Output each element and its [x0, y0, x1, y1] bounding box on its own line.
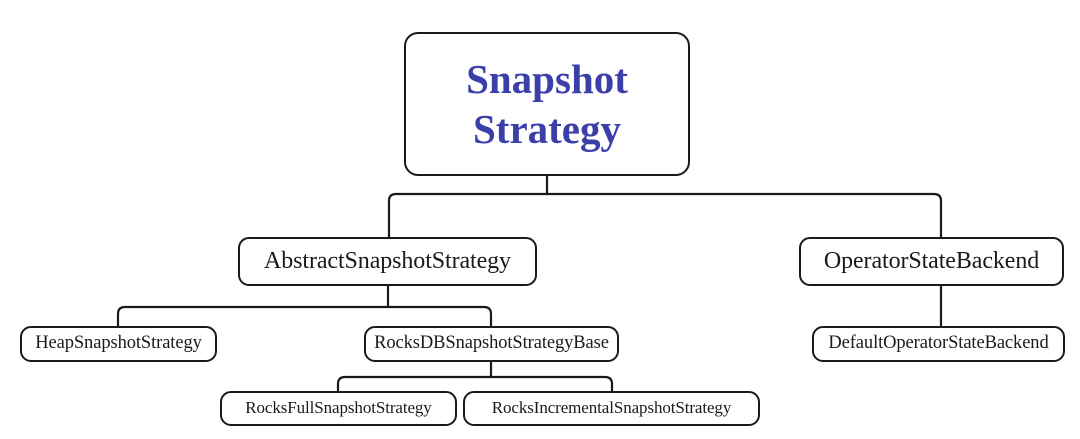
edge-rocksdb-to-rocks-full-snapshot-strategy: [336, 375, 491, 391]
edge-root-to-abstract-snapshot-strategy: [387, 192, 547, 237]
edge-abstract-to-rocksdb-snapshot-strategy-base: [388, 305, 493, 326]
node-label-abstract-snapshot-strategy: AbstractSnapshotStrategy: [264, 247, 511, 274]
node-label-operator-state-backend: OperatorStateBackend: [823, 247, 1040, 274]
node-rocks-full-snapshot-strategy[interactable]: RocksFullSnapshotStrategy: [220, 391, 457, 426]
node-label-rocks-full-snapshot-strategy: RocksFullSnapshotStrategy: [245, 398, 432, 418]
edge-root-to-operator-state-backend: [547, 192, 943, 237]
node-snapshot-strategy[interactable]: Snapshot Strategy: [404, 32, 690, 176]
node-label-heap-snapshot-strategy: HeapSnapshotStrategy: [35, 333, 202, 354]
edge-rocksdb-to-rocks-incremental-snapshot-strategy: [491, 375, 614, 391]
edge-abstract-to-heap-snapshot-strategy: [116, 305, 388, 326]
node-default-operator-state-backend[interactable]: DefaultOperatorStateBackend: [812, 326, 1065, 362]
node-rocksdb-snapshot-strategy-base[interactable]: RocksDBSnapshotStrategyBase: [364, 326, 619, 362]
node-abstract-snapshot-strategy[interactable]: AbstractSnapshotStrategy: [238, 237, 537, 286]
node-rocks-incremental-snapshot-strategy[interactable]: RocksIncrementalSnapshotStrategy: [463, 391, 760, 426]
node-label-rocks-incremental-snapshot-strategy: RocksIncrementalSnapshotStrategy: [491, 398, 732, 418]
node-operator-state-backend[interactable]: OperatorStateBackend: [799, 237, 1064, 286]
node-heap-snapshot-strategy[interactable]: HeapSnapshotStrategy: [20, 326, 217, 362]
node-label-rocksdb-snapshot-strategy-base: RocksDBSnapshotStrategyBase: [374, 333, 609, 354]
node-label-default-operator-state-backend: DefaultOperatorStateBackend: [828, 333, 1049, 354]
node-label-snapshot-strategy: Snapshot Strategy: [466, 55, 628, 152]
